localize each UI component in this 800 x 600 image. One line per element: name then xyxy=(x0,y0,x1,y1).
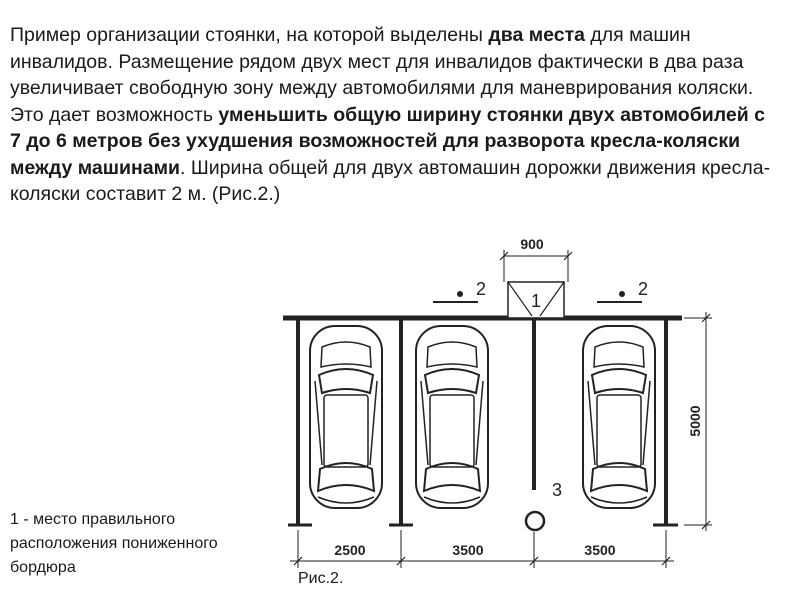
label-2-left: 2 xyxy=(476,279,486,299)
dim-bottom-1: 2500 xyxy=(334,542,365,558)
text-part-3: . Ширина общей для двух автомашин дорожк… xyxy=(10,156,771,206)
dim-bottom-3: 3500 xyxy=(584,542,615,558)
text-bold-2: уменьшить общую ширину стоянки двух авто… xyxy=(10,103,765,179)
curb-box xyxy=(507,281,565,319)
label-1: 1 xyxy=(531,291,541,311)
car-1 xyxy=(309,325,383,509)
dim-top: 900 xyxy=(520,236,544,252)
car-2 xyxy=(415,325,489,509)
legend-text: 1 - место правильного расположения пониж… xyxy=(10,511,218,576)
figure-caption: Рис.2. xyxy=(298,570,344,587)
text-part-1: Пример организации стоянки, на которой в… xyxy=(10,24,489,46)
sign-dot-right xyxy=(619,291,625,297)
label-3: 3 xyxy=(552,480,562,500)
text-bold-1: два места xyxy=(488,24,585,46)
label-2-right: 2 xyxy=(638,279,648,299)
dim-bottom-2: 3500 xyxy=(452,542,483,558)
text-part-2: для машин инвалидов. Размещение рядом дв… xyxy=(10,24,754,126)
dim-side: 5000 xyxy=(687,405,703,436)
description-paragraph: Пример организации стоянки, на которой в… xyxy=(10,22,780,208)
sign-dot-left xyxy=(457,291,463,297)
car-3 xyxy=(582,325,656,509)
marker-3-circle xyxy=(524,510,546,532)
